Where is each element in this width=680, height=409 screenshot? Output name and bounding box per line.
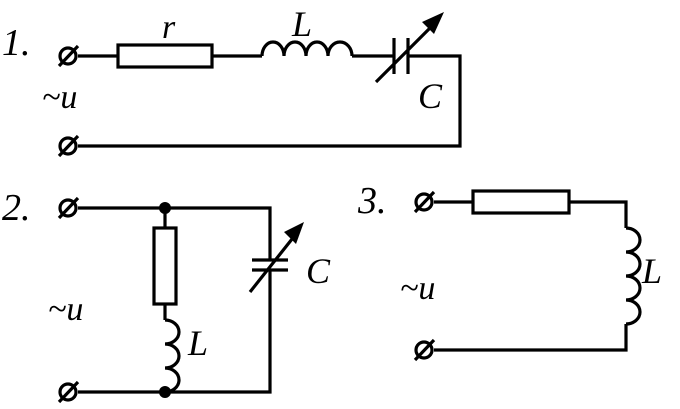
circuit-3-resistor [471, 189, 571, 215]
circuit-2: 2. ~u L C [2, 187, 331, 404]
circuit-2-terminal-top [57, 196, 80, 220]
circuit-2-source-label: ~u [48, 291, 83, 328]
circuit-2-inductor [164, 318, 181, 394]
circuit-1-resistor-label: r [162, 9, 176, 46]
circuit-3-terminal-top [413, 190, 436, 214]
circuit-1-capacitor [374, 12, 444, 84]
circuit-2-number: 2. [2, 187, 31, 229]
circuit-1-inductor [260, 40, 354, 57]
circuit-1-terminal-top [57, 44, 80, 68]
circuit-3-source-label: ~u [400, 270, 435, 307]
circuit-2-wire [78, 206, 272, 394]
circuit-2-terminal-bottom [57, 380, 80, 404]
circuit-2-junction-top [159, 202, 171, 214]
circuit-2-capacitor-label: C [306, 251, 331, 291]
circuit-2-inductor-label: L [187, 323, 208, 363]
circuit-3: 3. ~u L [357, 180, 662, 362]
circuit-1-source-label: ~u [42, 79, 77, 116]
circuit-2-resistor [152, 226, 178, 306]
circuit-1-terminal-bottom [57, 134, 80, 158]
circuit-2-capacitor [248, 222, 304, 293]
circuit-3-number: 3. [357, 180, 387, 222]
circuit-3-terminal-bottom [413, 338, 436, 362]
circuit-1-number: 1. [2, 22, 31, 64]
circuit-1-capacitor-label: C [418, 76, 443, 116]
circuit-3-wire [434, 200, 628, 352]
circuit-3-inductor-label: L [641, 251, 662, 291]
circuit-1-inductor-label: L [291, 4, 312, 44]
circuit-1-wire [78, 54, 462, 148]
circuit-3-inductor [625, 226, 642, 326]
circuit-1-resistor [116, 43, 214, 69]
circuit-1: 1. ~u r L C [2, 4, 462, 158]
